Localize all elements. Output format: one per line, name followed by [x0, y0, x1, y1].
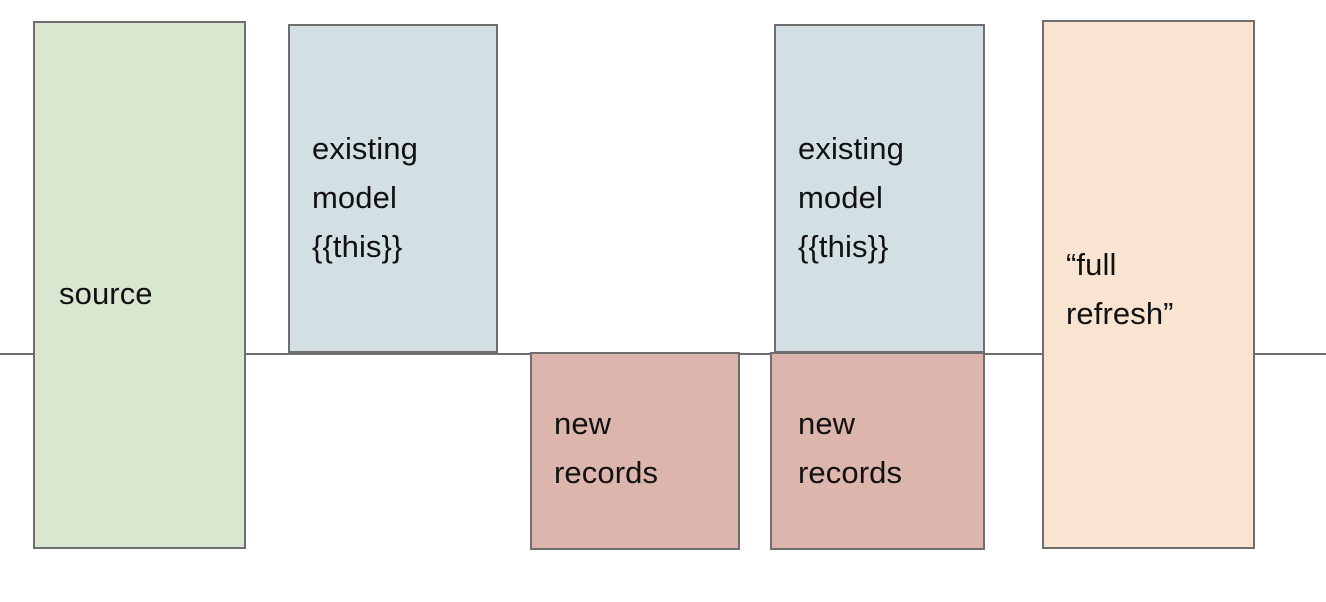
box-source[interactable]: source	[33, 21, 246, 549]
box-existing-model-2[interactable]: existing model {{this}}	[774, 24, 985, 353]
box-source-label: source	[59, 276, 153, 311]
box-full-refresh-label: “full refresh”	[1066, 247, 1174, 331]
box-existing-model-1-label: existing model {{this}}	[312, 131, 418, 264]
box-new-records-1-label: new records	[554, 406, 659, 490]
box-new-records-2[interactable]: new records	[770, 352, 985, 550]
box-existing-model-2-label: existing model {{this}}	[798, 131, 904, 264]
box-existing-model-1[interactable]: existing model {{this}}	[288, 24, 498, 353]
box-new-records-1[interactable]: new records	[530, 352, 740, 550]
box-new-records-2-label: new records	[798, 406, 903, 490]
box-full-refresh[interactable]: “full refresh”	[1042, 20, 1255, 549]
